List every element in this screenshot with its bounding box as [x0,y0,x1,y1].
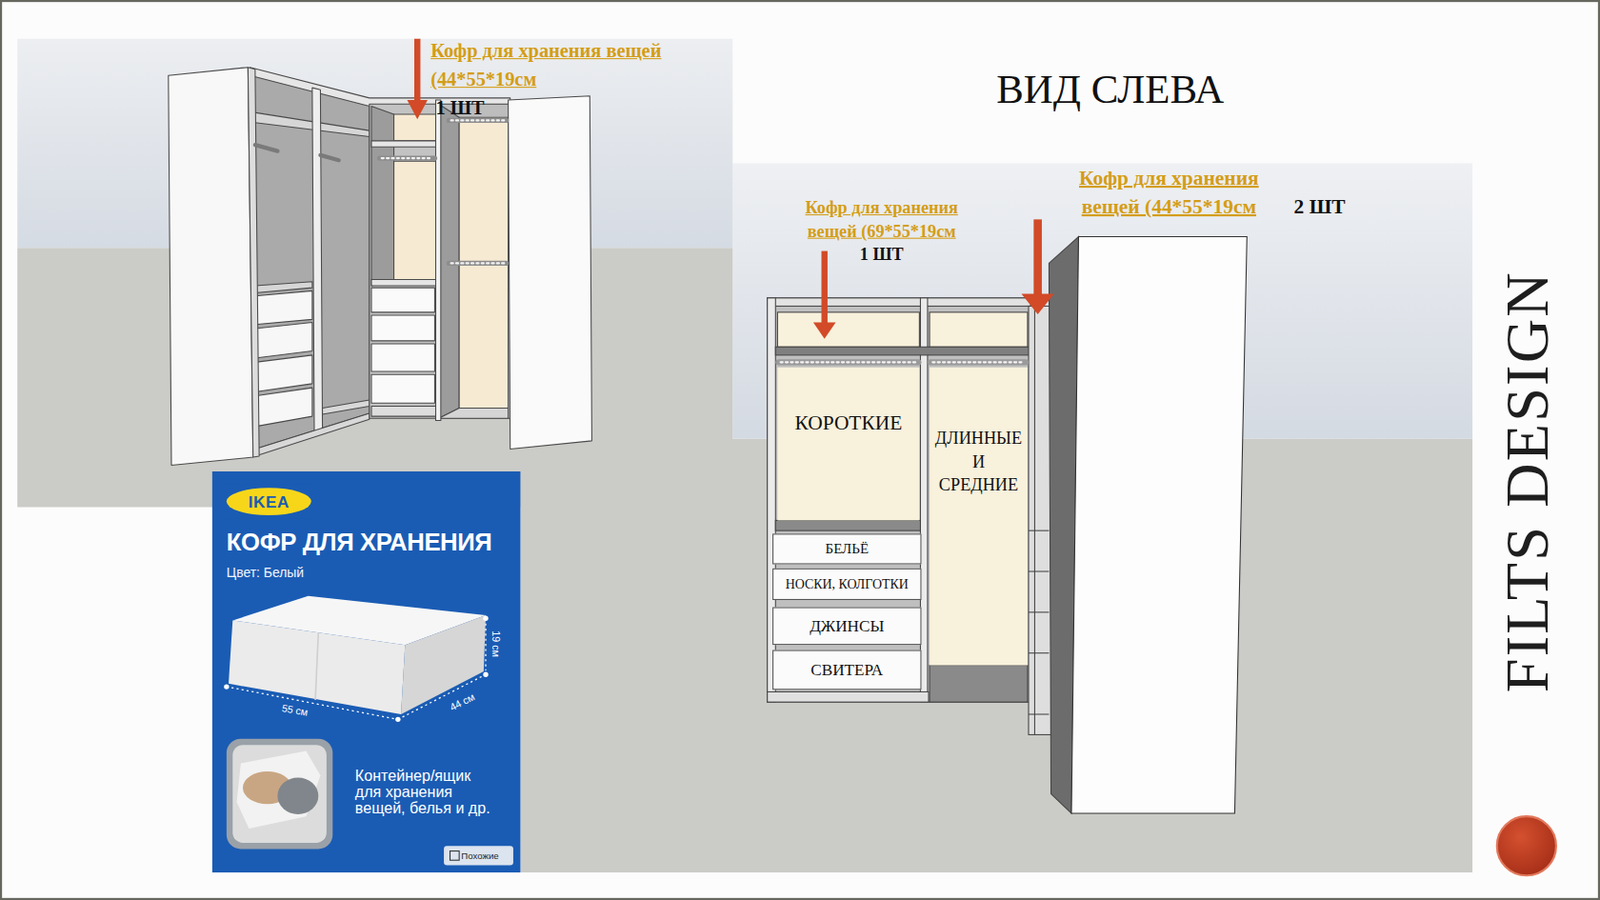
drawer: БЕЛЬЁ [772,533,921,564]
node-text: ДЛИННЫЕ И СРЕДНИЕ [931,367,1026,498]
callout-text: Кофр для хранения вещей (44*55*19см [1048,162,1289,220]
quantity-label: 2 ШТ [1294,195,1346,219]
node-text: ДЖИНСЫ [809,617,884,636]
callout-group: Кофр для хранения вещей (44*55*19см1 ШТ [430,37,778,123]
brand-logo: IKEA [226,487,312,516]
node-text: IKEA [248,492,290,511]
hanging-compartment: КОРОТКИЕ [777,367,920,521]
similar-button: Похожие [443,845,514,865]
callout-group: Кофр для хранения вещей (69*55*19см1 ШТ [780,196,984,267]
node-text: Цвет: Белый [226,565,304,581]
dimension-label: 19 см [490,630,502,658]
drawer: НОСКИ, КОЛГОТКИ [772,568,921,600]
node-text: КОРОТКИЕ [780,367,919,436]
callout-text: Кофр для хранения вещей (69*55*19см [780,196,984,243]
view-title: ВИД СЛЕВА [996,64,1224,113]
drawer: ДЖИНСЫ [772,607,921,646]
product-card: КОФР ДЛЯ ХРАНЕНИЯ Цвет: БелыйКонтейнер/ящ… [212,471,521,873]
hanging-compartment: ДЛИННЫЕ И СРЕДНИЕ [929,367,1028,666]
quantity-label: 1 ШТ [436,97,485,120]
node-text: Контейнер/ящик для хранения вещей, белья… [355,767,494,817]
node-text: КОФР ДЛЯ ХРАНЕНИЯ [226,526,493,558]
brand-watermark: FILTS DESIGN [1492,270,1563,693]
callout-text: Кофр для хранения вещей (44*55*19см [430,37,737,95]
drawer: СВИТЕРА [772,650,921,691]
node-text: БЕЛЬЁ [825,540,870,558]
node-text: СВИТЕРА [810,660,883,680]
callout-group: Кофр для хранения вещей (44*55*19см2 ШТ [1048,162,1365,220]
quantity-label: 1 ШТ [780,242,984,267]
node-text: НОСКИ, КОЛГОТКИ [785,576,909,593]
node-text: Похожие [460,850,499,861]
